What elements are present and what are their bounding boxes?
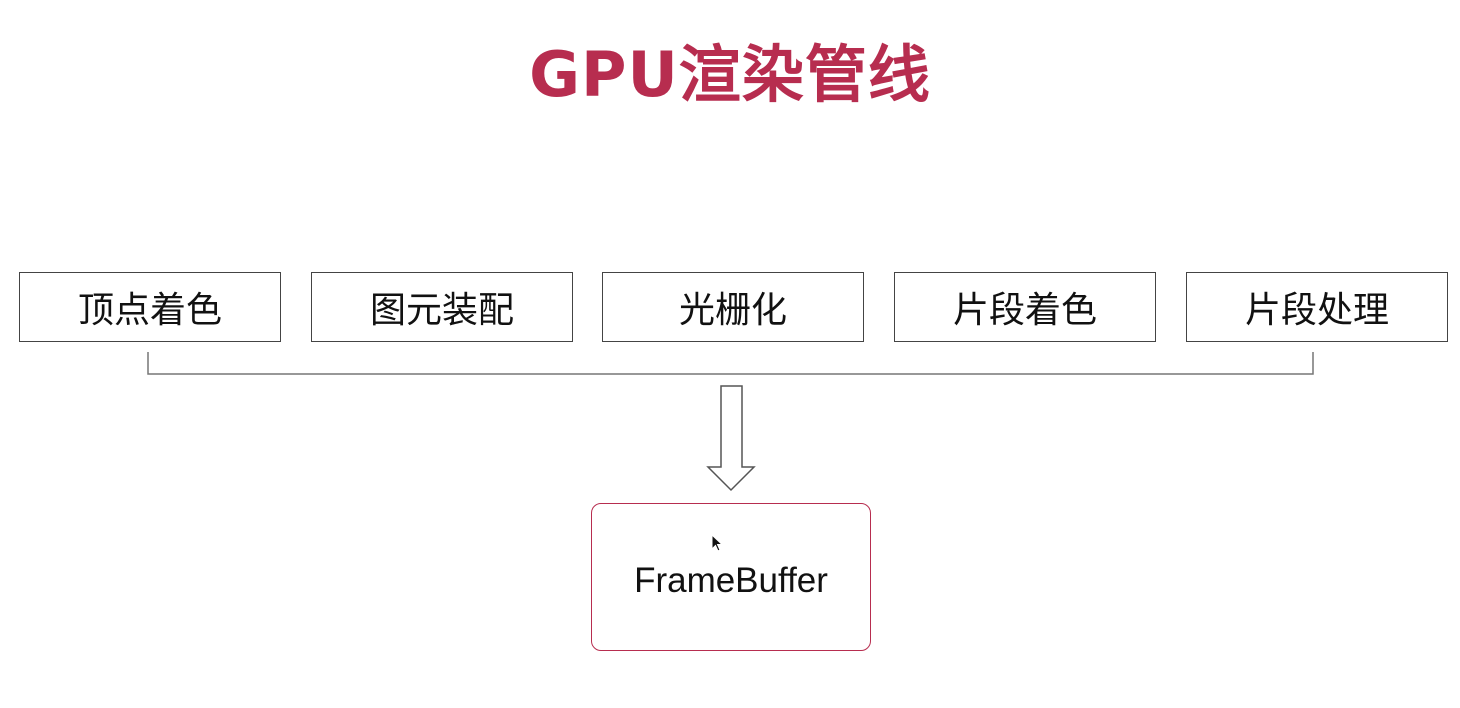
stage-primitive-assembly: 图元装配 (311, 272, 573, 342)
stage-rasterization: 光栅化 (602, 272, 864, 342)
grouping-bracket (147, 352, 1314, 375)
framebuffer-box: FrameBuffer (591, 503, 871, 651)
stage-fragment-processing: 片段处理 (1186, 272, 1448, 342)
mouse-cursor-icon (711, 534, 724, 552)
down-arrow-icon (706, 385, 756, 492)
page-title: GPU渲染管线 (529, 38, 931, 111)
stage-fragment-shading: 片段着色 (894, 272, 1156, 342)
framebuffer-label: FrameBuffer (634, 561, 828, 600)
stage-vertex-shading: 顶点着色 (19, 272, 281, 342)
